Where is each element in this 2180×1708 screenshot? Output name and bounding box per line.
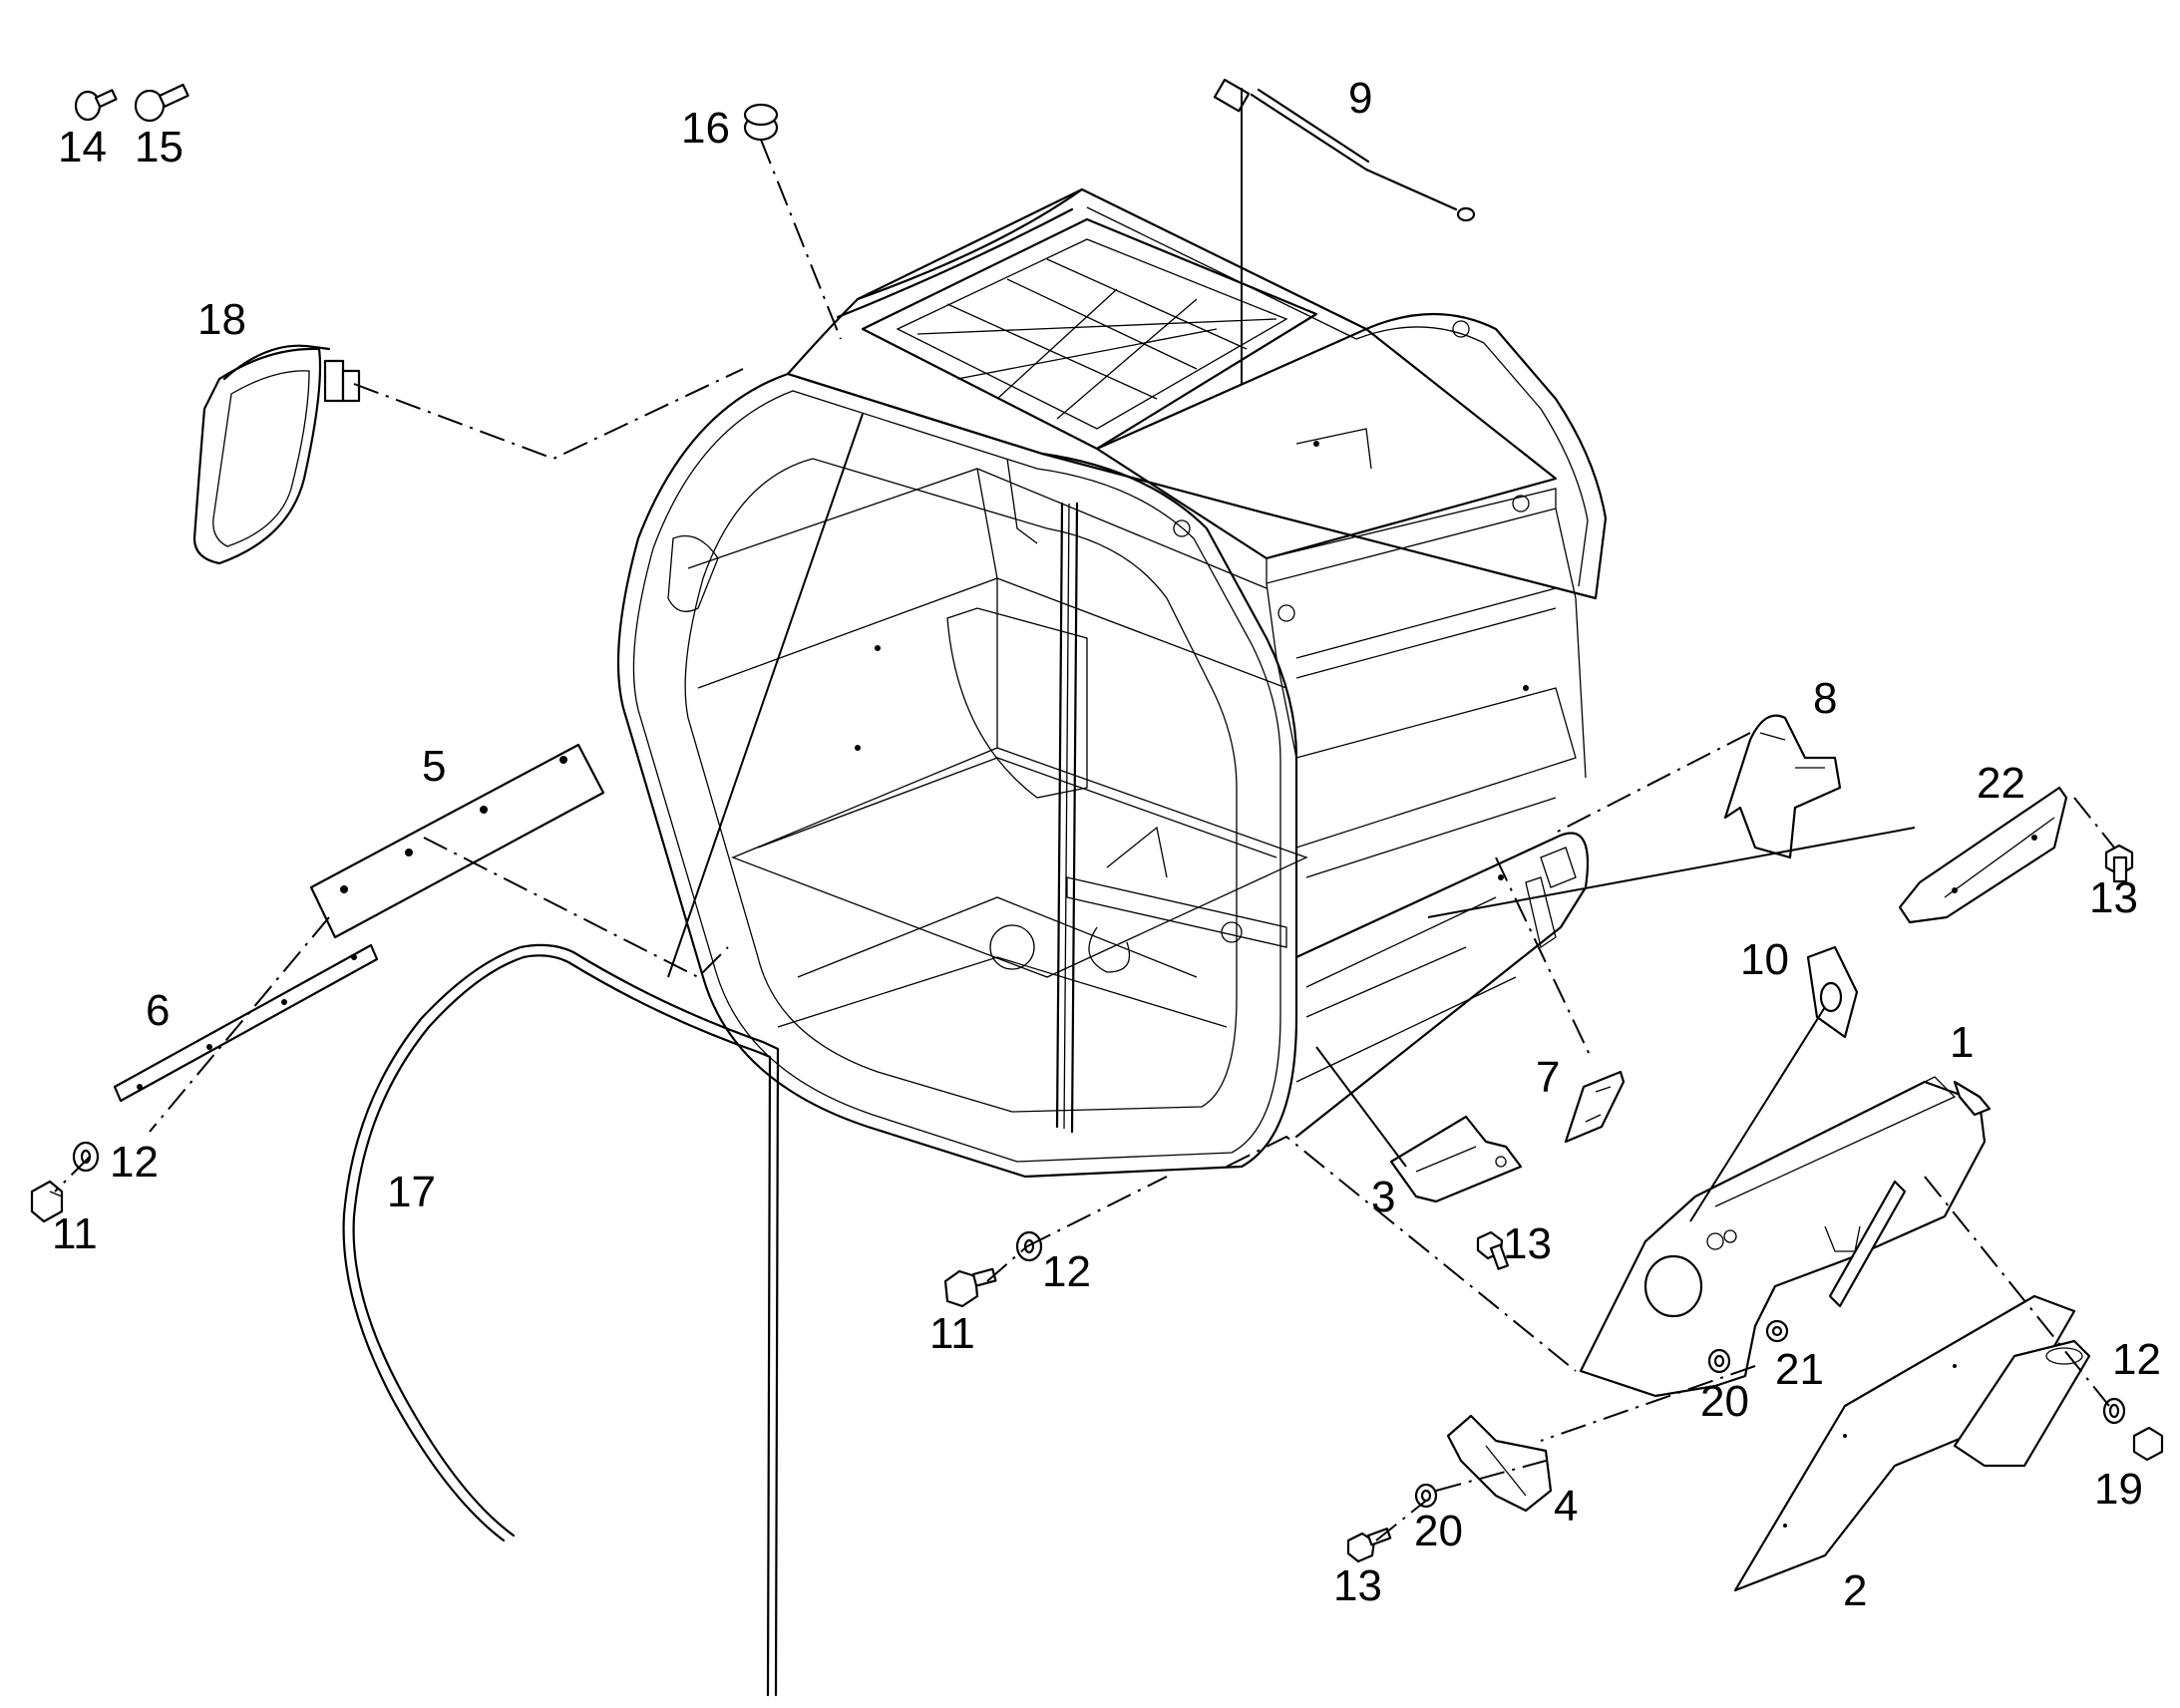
bracket-3	[1389, 1115, 1523, 1203]
callout-13-lower: 13	[1333, 1561, 1382, 1610]
callout-7: 7	[1536, 1053, 1560, 1102]
plate-5	[309, 743, 605, 939]
bolt-14	[74, 89, 118, 122]
mirror-18	[192, 344, 361, 565]
callout-18: 18	[197, 295, 246, 344]
callout-20-lower: 20	[1414, 1507, 1463, 1555]
callout-22: 22	[1977, 759, 2025, 808]
washer-20-lower	[1414, 1483, 1438, 1509]
callout-16: 16	[681, 104, 730, 153]
bolt-11-middle	[943, 1267, 997, 1308]
leader-lines	[54, 88, 2115, 1541]
callout-3: 3	[1371, 1173, 1395, 1221]
grommet-16	[743, 103, 779, 142]
nut-19	[2132, 1426, 2164, 1462]
callout-15: 15	[135, 123, 183, 171]
gas-strut-9	[1213, 78, 1476, 222]
callout-21: 21	[1775, 1345, 1824, 1394]
cab-frame	[616, 187, 1608, 1179]
callout-11-left: 11	[52, 1209, 98, 1258]
callout-13-middle: 13	[1503, 1219, 1552, 1268]
callout-12-left: 12	[110, 1138, 159, 1187]
bolt-15	[134, 83, 189, 123]
callout-8: 8	[1813, 674, 1837, 723]
bracket-22	[1898, 786, 2068, 924]
panel-2	[1733, 1294, 2091, 1592]
strip-6	[113, 943, 379, 1103]
callout-6: 6	[146, 986, 170, 1035]
washer-12-left	[72, 1141, 100, 1173]
callout-9: 9	[1348, 74, 1372, 123]
callout-19: 19	[2094, 1465, 2143, 1514]
callout-13-right: 13	[2089, 873, 2138, 922]
callout-1: 1	[1950, 1018, 1974, 1067]
callout-14: 14	[58, 123, 107, 171]
bolt-13-middle	[1476, 1230, 1510, 1270]
nut-11-left	[30, 1180, 64, 1223]
bracket-7	[1564, 1070, 1626, 1144]
bolt-13-lower	[1346, 1528, 1392, 1563]
callout-10: 10	[1740, 935, 1789, 984]
bracket-8	[1723, 714, 1842, 859]
washer-20-right	[1707, 1348, 1731, 1374]
callout-labels: 1 2 3 4 5 6 7 8 9 10 11 11 12 12 12 13 1…	[52, 74, 2161, 1615]
bracket-1	[1579, 1076, 1992, 1398]
callout-12-middle: 12	[1042, 1247, 1091, 1296]
callout-17: 17	[387, 1168, 436, 1216]
bolt-13-right	[2104, 844, 2134, 883]
callout-11-middle: 11	[929, 1309, 975, 1358]
callout-2: 2	[1843, 1566, 1867, 1615]
callout-20-right: 20	[1700, 1377, 1749, 1426]
callout-5: 5	[422, 742, 446, 791]
bracket-4	[1446, 1414, 1553, 1513]
nut-21	[1765, 1319, 1789, 1343]
callout-12-right: 12	[2112, 1335, 2161, 1384]
seal-17	[342, 943, 780, 1697]
callout-4: 4	[1554, 1482, 1578, 1531]
